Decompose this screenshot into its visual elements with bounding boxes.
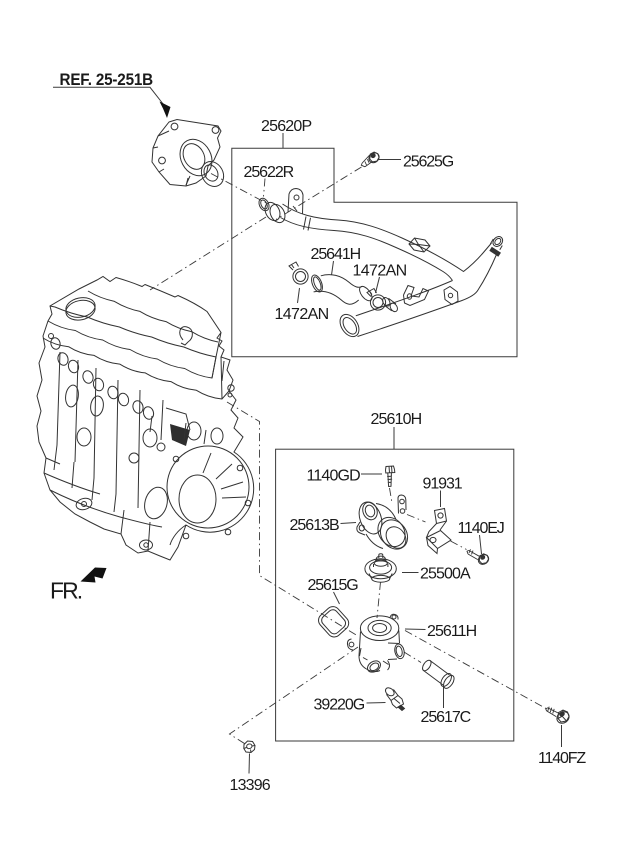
svg-text:REF. 25-251B: REF. 25-251B [60,70,154,89]
svg-text:1472AN: 1472AN [275,306,330,323]
svg-text:13396: 13396 [230,777,271,794]
svg-text:25641H: 25641H [311,246,362,263]
svg-text:1140FZ: 1140FZ [538,750,586,767]
svg-text:1140EJ: 1140EJ [458,520,505,537]
svg-text:FR.: FR. [50,578,83,604]
svg-text:25622R: 25622R [244,164,295,181]
svg-text:1140GD: 1140GD [307,468,361,485]
svg-text:25620P: 25620P [261,118,312,135]
svg-text:25610H: 25610H [371,411,423,428]
svg-text:25617C: 25617C [421,709,472,726]
svg-text:25611H: 25611H [427,623,477,640]
svg-text:25615G: 25615G [308,577,359,594]
svg-text:25613B: 25613B [290,517,340,534]
svg-text:25500A: 25500A [420,566,471,583]
svg-text:1472AN: 1472AN [353,263,408,280]
svg-text:25625G: 25625G [403,154,454,171]
svg-text:39220G: 39220G [314,697,366,714]
svg-text:91931: 91931 [423,476,463,493]
